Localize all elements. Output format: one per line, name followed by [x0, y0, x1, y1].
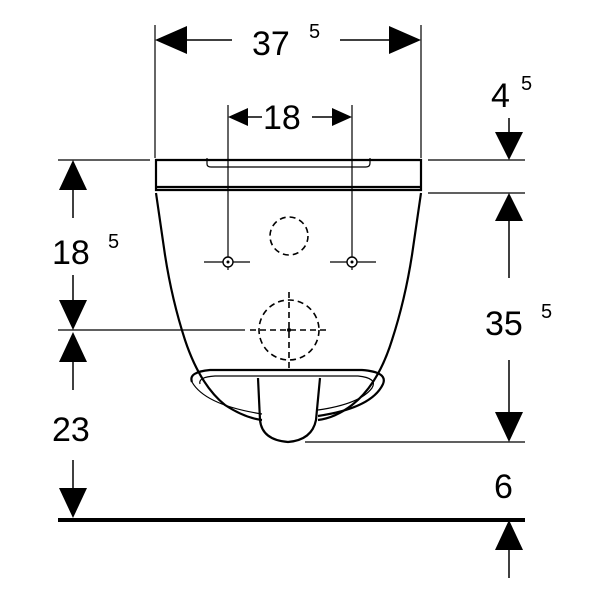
arrow-up [495, 520, 523, 550]
arrow-left [228, 108, 248, 126]
arrow-down [495, 412, 523, 442]
toilet-body [154, 158, 423, 444]
dimension-outlet-clearance: 6 [494, 468, 523, 578]
arrow-up [59, 332, 87, 362]
dimension-total-width: 37 5 [155, 21, 421, 63]
outlet-connection-circle [258, 299, 320, 361]
arrow-down [59, 300, 87, 330]
bowl-rim [190, 368, 385, 418]
dimension-mount-to-floor: 23 [52, 332, 90, 518]
mounting-point-right [330, 256, 376, 268]
arrow-right [389, 26, 421, 54]
dimension-label-seat-thickness: 4 [491, 77, 510, 115]
dimension-sup-seat-thickness: 5 [521, 73, 532, 95]
dimension-body-height: 35 5 [485, 215, 552, 442]
bowl-outline-left [154, 192, 263, 422]
dimension-label-mount-to-floor: 23 [52, 411, 90, 449]
arrow-down [495, 132, 523, 160]
inlet-connection-circle [269, 216, 309, 256]
bowl-outline-right [317, 192, 423, 422]
arrow-up [59, 160, 87, 190]
mounting-point-left [204, 256, 250, 268]
arrow-right [332, 108, 352, 126]
outlet-spigot [256, 377, 322, 444]
dimension-label-outlet-clearance: 6 [494, 468, 513, 506]
dimension-label-top-to-mount: 18 [52, 234, 90, 272]
seat-outline [154, 158, 423, 192]
dimension-label-total-width: 37 [252, 25, 290, 63]
dimension-top-to-mount: 18 5 [52, 160, 119, 330]
arrow-up [495, 193, 523, 221]
dimension-sup-body-height: 5 [541, 301, 552, 323]
dimension-mount-spacing: 18 [228, 99, 352, 137]
seat-hinge [206, 158, 371, 168]
dimension-sup-total-width: 5 [309, 21, 320, 43]
dimension-seat-thickness: 4 5 [491, 73, 532, 221]
arrow-down [59, 488, 87, 518]
dimension-label-body-height: 35 [485, 305, 523, 343]
dimension-sup-top-to-mount: 5 [108, 231, 119, 253]
dimension-label-mount-spacing: 18 [263, 99, 301, 137]
arrow-left [155, 26, 187, 54]
